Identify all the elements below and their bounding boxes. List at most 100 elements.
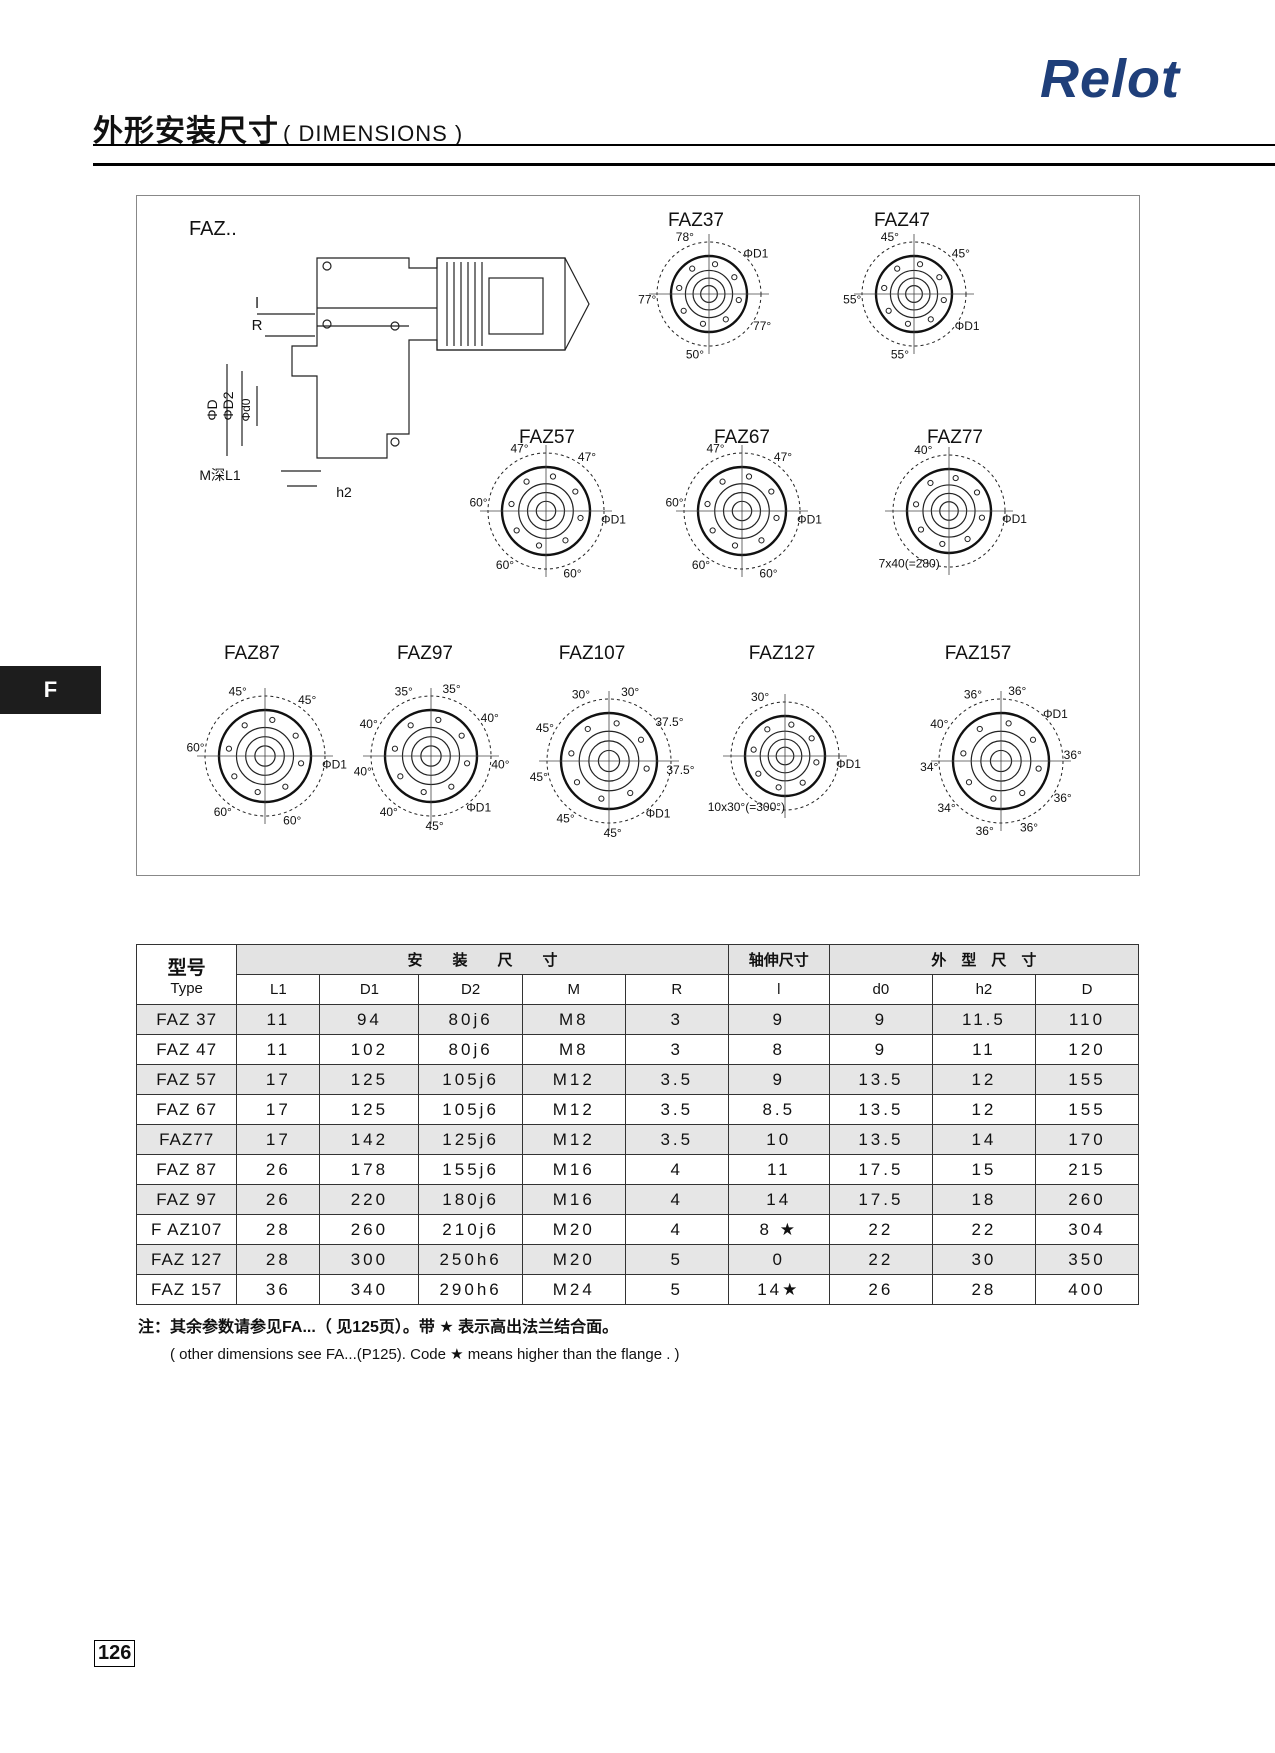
bolt-hole — [964, 535, 971, 543]
flange-title: FAZ37 — [668, 210, 724, 231]
angle-label: 60° — [759, 567, 777, 581]
value-cell: 180j6 — [418, 1184, 523, 1215]
angle-label: 45° — [557, 811, 575, 825]
value-cell: 15 — [931, 1154, 1036, 1185]
value-cell: 9 — [828, 1034, 933, 1065]
bolt-hole — [745, 473, 753, 480]
angle-label: 47° — [706, 441, 724, 455]
angle-label: 30° — [621, 685, 639, 699]
angle-label: 60° — [496, 558, 514, 572]
angle-label: ΦD1 — [797, 512, 822, 526]
value-cell: 142 — [319, 1124, 420, 1155]
outer-group-header: 外 型 尺 寸 — [828, 944, 1140, 975]
angle-label: ΦD1 — [322, 758, 347, 772]
flange-title: FAZ57 — [519, 427, 575, 448]
bolt-hole — [680, 307, 687, 314]
bolt-hole — [292, 732, 299, 739]
dimension-label: h2 — [336, 484, 352, 500]
angle-label: 34° — [920, 760, 938, 774]
value-cell: 14★ — [727, 1274, 830, 1305]
note-cn: 注：其余参数请参见FA...（ 见125页）。带 ★ 表示高出法兰结合面。 — [138, 1319, 619, 1336]
dimension-label: ΦD2 — [220, 391, 236, 420]
bolt-hole — [1035, 765, 1042, 772]
angle-label: ΦD1 — [1002, 512, 1027, 526]
value-cell: 22 — [828, 1244, 933, 1275]
angle-label: 47° — [510, 441, 528, 455]
bolt-hole — [699, 320, 707, 327]
bolt-hole — [568, 750, 575, 757]
value-cell: 350 — [1034, 1244, 1140, 1275]
value-cell: 94 — [319, 1004, 420, 1035]
column-header: D1 — [319, 974, 420, 1005]
bolt-hole — [1019, 789, 1026, 797]
angle-label: ΦD1 — [1043, 707, 1068, 721]
bolt-hole — [448, 783, 455, 790]
bolt-hole — [1005, 720, 1012, 727]
value-cell: 9 — [727, 1004, 830, 1035]
value-cell: 22 — [931, 1214, 1036, 1245]
bolt-hole — [750, 746, 757, 753]
value-cell: 4 — [624, 1214, 729, 1245]
value-cell: 17 — [236, 1094, 321, 1125]
bolt-marker — [390, 437, 400, 447]
bolt-hole — [808, 735, 815, 742]
value-cell: 22 — [828, 1214, 933, 1245]
column-header: d0 — [828, 974, 933, 1005]
value-cell: 170 — [1034, 1124, 1140, 1155]
angle-label: 34° — [938, 801, 956, 815]
install-group-header: 安 装 尺 寸 — [236, 944, 729, 975]
motor-terminal-box — [488, 277, 544, 335]
value-cell: 26 — [236, 1184, 321, 1215]
value-cell: 105j6 — [418, 1094, 523, 1125]
bolt-hole — [735, 296, 742, 304]
angle-label: 60° — [665, 496, 683, 510]
bolt-hole — [254, 788, 261, 796]
value-cell: 28 — [236, 1214, 321, 1245]
value-cell: 5 — [624, 1274, 729, 1305]
bolt-hole — [458, 732, 465, 739]
angle-label: 55° — [891, 347, 909, 361]
brand-logo: Relot — [1040, 49, 1180, 109]
angle-label: 35° — [395, 685, 413, 699]
bolt-hole — [904, 320, 912, 327]
value-cell: 0 — [727, 1244, 830, 1275]
angle-label: 10x30°(=300°) — [708, 800, 785, 814]
bolt-marker — [322, 261, 332, 271]
value-cell: 12 — [931, 1064, 1036, 1095]
angle-label: 45° — [881, 230, 899, 244]
bolt-hole — [225, 745, 233, 752]
type-cell: FAZ 157 — [135, 1274, 238, 1305]
bolt-hole — [391, 745, 399, 752]
type-cell: FAZ 97 — [135, 1184, 238, 1215]
bolt-hole — [572, 488, 579, 495]
angle-label: 45° — [425, 819, 443, 833]
bolt-hole — [637, 736, 645, 743]
angle-label: ΦD1 — [601, 512, 626, 526]
angle-label: 35° — [442, 682, 460, 696]
angle-label: ΦD1 — [646, 807, 671, 821]
bolt-hole — [709, 527, 716, 534]
angle-label: ΦD1 — [743, 246, 768, 260]
bolt-hole — [976, 725, 983, 733]
title-en: ( DIMENSIONS ) — [283, 121, 464, 146]
bolt-hole — [508, 500, 515, 508]
value-cell: 3 — [624, 1034, 729, 1065]
value-cell: 10 — [727, 1124, 830, 1155]
angle-label: 45° — [298, 693, 316, 707]
value-cell: 11 — [236, 1004, 321, 1035]
value-cell: M12 — [521, 1094, 626, 1125]
bolt-hole — [939, 540, 946, 548]
angle-label: 36° — [976, 824, 994, 838]
flange-title: FAZ47 — [874, 210, 930, 231]
bolt-hole — [719, 478, 726, 485]
value-cell: 13.5 — [828, 1064, 933, 1095]
bolt-hole — [813, 759, 820, 766]
value-cell: 304 — [1034, 1214, 1140, 1245]
header-rule-bottom — [93, 163, 1275, 166]
value-cell: 400 — [1034, 1274, 1140, 1305]
bolt-hole — [881, 284, 888, 292]
